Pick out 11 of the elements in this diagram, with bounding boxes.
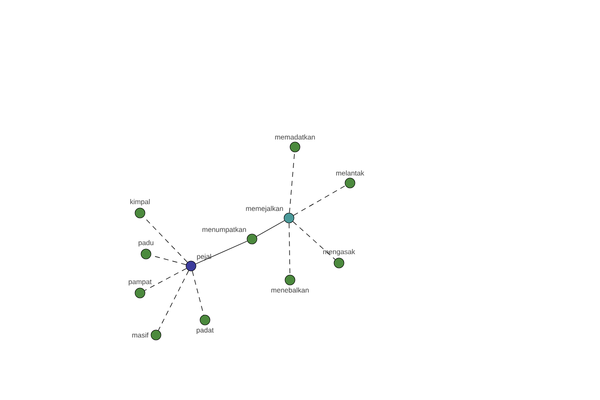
connector-line (289, 152, 295, 214)
connector-line (196, 240, 248, 264)
connector-line (192, 270, 204, 316)
connector-line (150, 255, 186, 265)
connector-line (158, 270, 189, 331)
connector-line (256, 220, 285, 237)
connector-line (292, 221, 336, 260)
connector-line (293, 185, 346, 216)
connector-line (288, 222, 290, 276)
connector-line (144, 268, 187, 291)
connector-line (143, 216, 188, 263)
